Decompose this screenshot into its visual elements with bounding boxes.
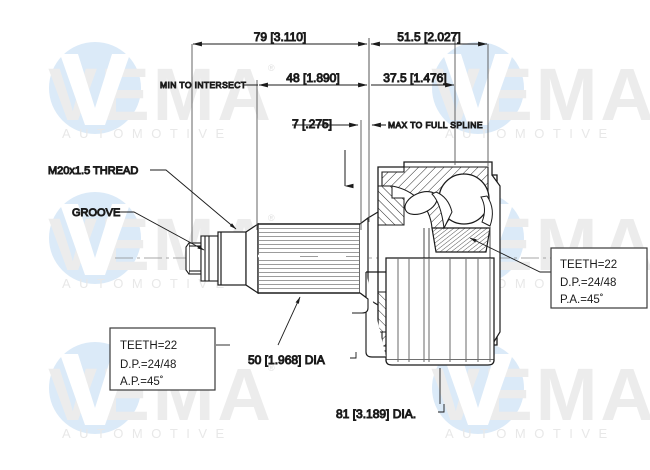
watermark-v-knockout [443, 54, 513, 125]
svg-text:AUTOMOTIVE: AUTOMOTIVE [445, 426, 616, 441]
splined-shaft [257, 223, 361, 294]
leader-spec-right [469, 237, 552, 273]
dim-7-text: 7 [.275] [292, 117, 332, 131]
svg-text:AUTOMOTIVE: AUTOMOTIVE [62, 276, 233, 291]
note-min-to-intersect: MIN TO INTERSECT [160, 80, 246, 90]
label-thread: M20x1.5 THREAD [48, 165, 138, 177]
spec-box-right[interactable]: TEETH=22 D.P.=24/48 P.A.=45˚ [550, 247, 648, 309]
shaft-chamfer [245, 222, 259, 295]
part-geometry [115, 161, 560, 366]
leader-50-dia-corner [350, 352, 357, 359]
spec-right-angle: P.A.=45˚ [560, 294, 604, 306]
dim-79-text: 79 [3.110] [254, 30, 307, 44]
dimension-layer: 79 [3.110] 51.5 [2.027] 48 [1.890] 37.5 … [160, 30, 489, 244]
dim-81-dia-text: 81 [3.189] DIA. [336, 407, 416, 421]
dim-48-text: 48 [1.890] [286, 71, 339, 85]
spec-left-angle: A.P.=45˚ [120, 376, 164, 388]
inner-race-upper [431, 227, 491, 253]
svg-text:®: ® [268, 213, 275, 223]
spec-left-teeth: TEETH=22 [120, 340, 177, 352]
watermark-v-knockout [443, 354, 513, 425]
label-groove: GROOVE [72, 207, 120, 219]
dim-50-dia-text: 50 [1.968] DIA [248, 353, 325, 367]
dim-51-5-text: 51.5 [2.027] [397, 30, 460, 44]
joint-outer-bell [365, 257, 495, 366]
spec-right-dp: D.P.=24/48 [560, 277, 616, 289]
thread-body [217, 231, 247, 286]
spec-box-left[interactable]: TEETH=22 D.P.=24/48 A.P.=45˚ [109, 327, 216, 391]
svg-text:AUTOMOTIVE: AUTOMOTIVE [62, 426, 233, 441]
leader-groove [118, 211, 205, 251]
extension-lines [191, 38, 489, 244]
note-max-to-full-spline: MAX TO FULL SPLINE [388, 120, 483, 130]
annotation-layer: M20x1.5 THREAD GROOVE 50 [1.968] DIA 81 … [48, 165, 552, 422]
svg-text:®: ® [268, 63, 275, 73]
spec-right-teeth: TEETH=22 [560, 259, 617, 271]
watermark-v-knockout [60, 54, 130, 125]
leader-spline-dia [277, 296, 301, 346]
svg-text:®: ® [268, 363, 275, 373]
watermark-v-knockout [60, 204, 130, 275]
shaft-lower-fillet [352, 292, 369, 314]
groove-feature [204, 236, 210, 281]
dim-37-5-text: 37.5 [1.476] [383, 71, 446, 85]
spec-left-dp: D.P.=24/48 [120, 359, 176, 371]
leader-thread [150, 169, 237, 230]
svg-text:AUTOMOTIVE: AUTOMOTIVE [62, 126, 233, 141]
leader-81-dia-corner [438, 404, 445, 413]
svg-text:AUTOMOTIVE: AUTOMOTIVE [445, 126, 616, 141]
